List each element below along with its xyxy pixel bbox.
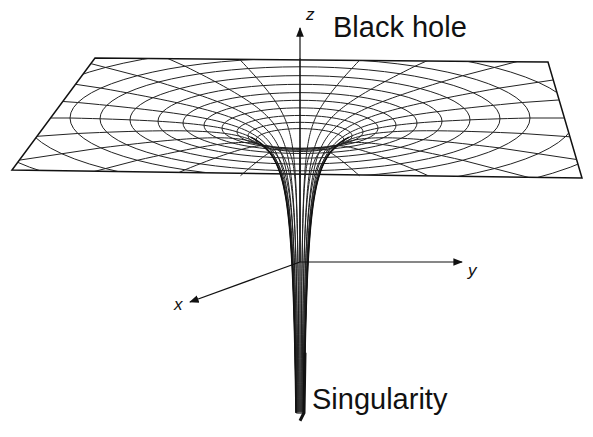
well-line [78, 103, 296, 413]
grid-line [463, 0, 593, 76]
well-line [78, 131, 296, 413]
grid-line [0, 118, 70, 119]
title-label: Black hole [333, 12, 467, 44]
singularity-point [300, 353, 305, 421]
axis-label: z [306, 6, 315, 25]
z-axis [299, 28, 300, 262]
well-line [303, 76, 463, 412]
axes [190, 28, 462, 302]
well-line [185, 66, 298, 412]
well-line [101, 138, 297, 414]
well-line [304, 118, 530, 413]
grid-line [0, 71, 78, 103]
well-line [302, 146, 415, 414]
grid-line [522, 133, 593, 165]
well-line [303, 88, 499, 412]
grid-line [119, 0, 241, 60]
grid-line [0, 148, 101, 209]
well-line [137, 76, 297, 412]
grid-line [0, 27, 101, 88]
grid-line [499, 148, 593, 209]
well-line [303, 142, 463, 413]
well-line [304, 131, 522, 413]
axis-label: y [468, 262, 477, 281]
grid-line [0, 0, 137, 76]
grid-line [360, 176, 482, 294]
well-line [185, 146, 298, 414]
funnel-edge [304, 137, 349, 413]
well-line [137, 142, 297, 413]
well-line [101, 88, 297, 412]
axis-label: x [174, 296, 183, 315]
well-line [70, 118, 296, 413]
well-line [304, 103, 522, 413]
grid-line [0, 160, 137, 246]
grid-line [530, 118, 593, 119]
funnel-edge [251, 137, 296, 413]
x-axis [190, 262, 300, 302]
grid-line [0, 170, 185, 276]
grid-line [0, 133, 78, 165]
grid-line [522, 71, 593, 103]
grid-line [119, 176, 241, 294]
spacetime-plane [12, 58, 582, 178]
y-axis [300, 261, 462, 262]
plane-grid [0, 0, 593, 300]
well-line [303, 138, 499, 414]
grid-line [415, 170, 593, 276]
grid-line [0, 0, 185, 66]
singularity-label: Singularity [312, 384, 447, 416]
grid-line [463, 160, 593, 246]
grid-line [499, 27, 593, 88]
well-line [301, 148, 359, 414]
